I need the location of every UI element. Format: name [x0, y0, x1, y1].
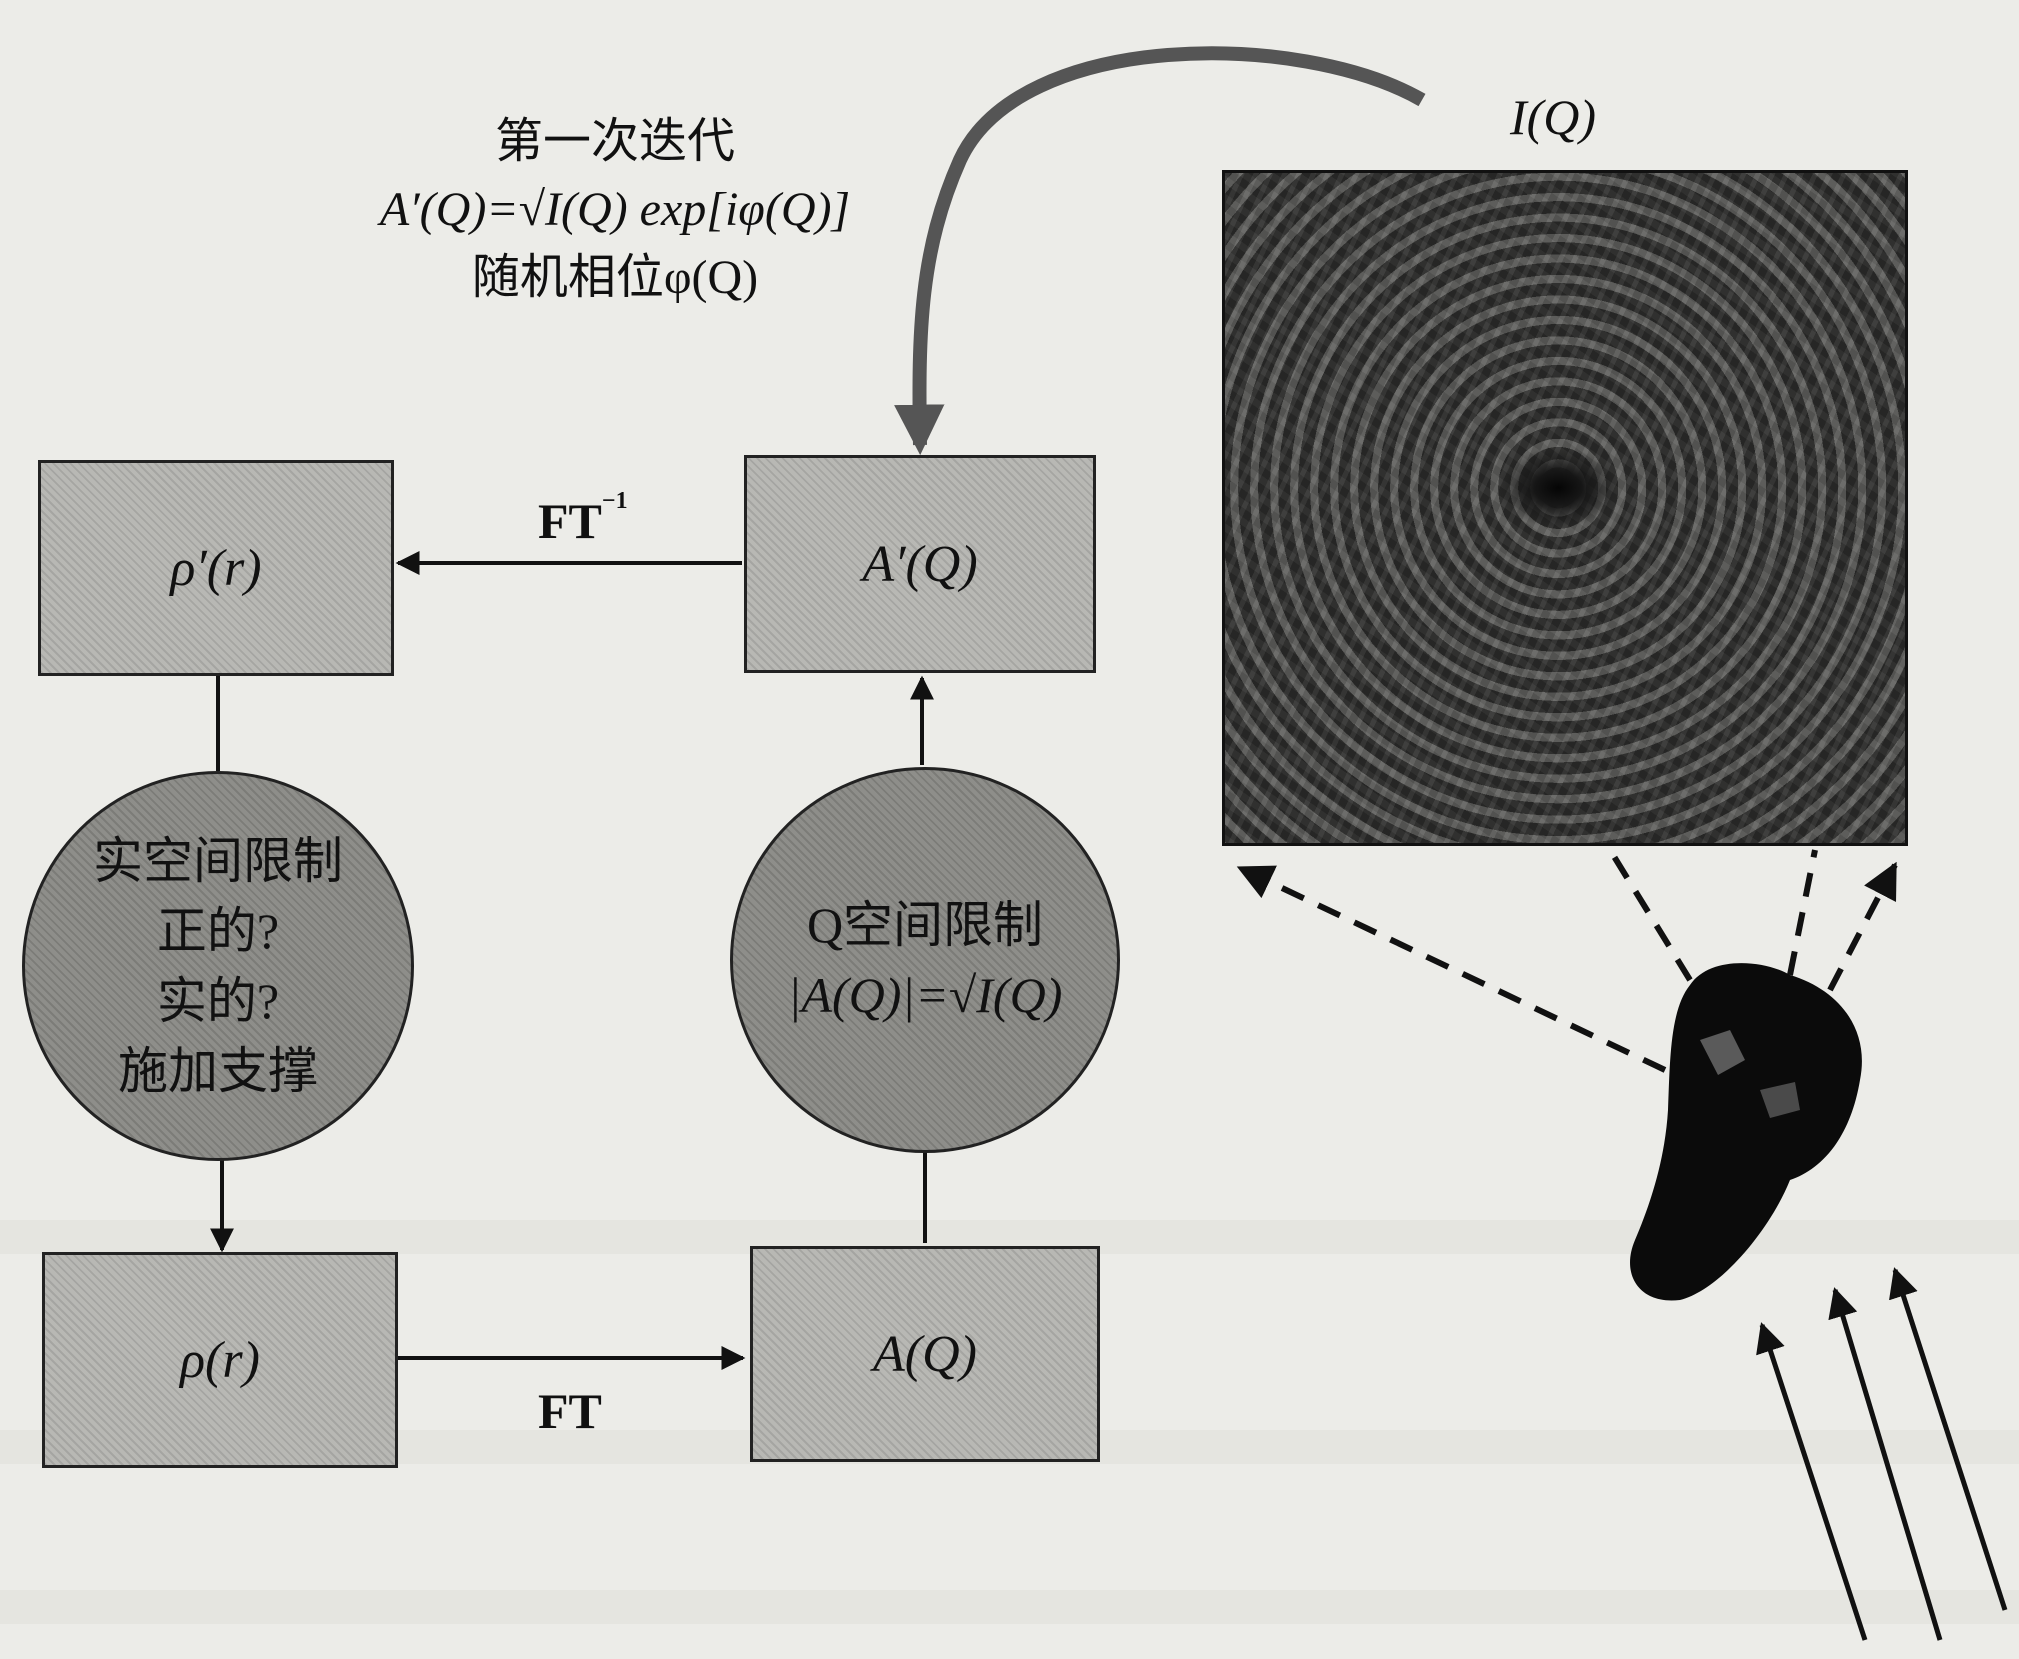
- incident-beam: [1756, 1322, 1868, 1641]
- inverse-ft-label: FT−1: [538, 488, 628, 550]
- incident-beam: [1889, 1267, 2008, 1611]
- detector-label: I(Q): [1510, 89, 1597, 145]
- rho-box: ρ(r): [42, 1252, 398, 1468]
- diffraction-pattern-image: [1222, 170, 1908, 846]
- scatter-ray: [1787, 849, 1818, 976]
- a-prime-label: A′(Q): [862, 535, 978, 593]
- real-constraint-line-2: 正的?: [156, 903, 280, 959]
- iteration-formula: A′(Q)=√I(Q) exp[iφ(Q)]: [379, 183, 851, 236]
- sample-particle: [1630, 963, 1862, 1301]
- q-space-constraint: Q空间限制 |A(Q)|=√I(Q): [730, 767, 1120, 1153]
- curved-arrow: [894, 46, 1426, 456]
- a-label: A(Q): [873, 1325, 977, 1383]
- a-box: A(Q): [750, 1246, 1100, 1462]
- incident-beam: [1828, 1287, 1943, 1641]
- background-text-band: [0, 1590, 2019, 1624]
- forward-ft-label: FT: [538, 1383, 602, 1439]
- scatter-ray: [1827, 861, 1898, 992]
- inverse-ft-text: FT: [538, 493, 602, 549]
- real-space-constraint: 实空间限制 正的? 实的? 施加支撑: [22, 771, 414, 1161]
- q-constraint-line-1: Q空间限制: [806, 897, 1044, 953]
- random-phase-label: 随机相位φ(Q): [471, 251, 759, 304]
- inverse-ft-superscript: −1: [601, 488, 628, 514]
- rho-label: ρ(r): [180, 1331, 260, 1389]
- scatter-ray: [1607, 848, 1693, 982]
- rho-prime-label: ρ′(r): [170, 539, 262, 597]
- rho-prime-box: ρ′(r): [38, 460, 394, 676]
- real-constraint-line-4: 施加支撑: [118, 1043, 318, 1099]
- real-constraint-line-3: 实的?: [156, 973, 280, 1029]
- real-constraint-line-1: 实空间限制: [93, 833, 343, 889]
- a-prime-box: A′(Q): [744, 455, 1096, 673]
- scatter-ray: [1236, 865, 1667, 1073]
- iteration-caption: 第一次迭代 A′(Q)=√I(Q) exp[iφ(Q)] 随机相位φ(Q): [300, 108, 930, 312]
- q-constraint-line-2: |A(Q)|=√I(Q): [787, 967, 1063, 1023]
- iteration-title: 第一次迭代: [494, 115, 735, 168]
